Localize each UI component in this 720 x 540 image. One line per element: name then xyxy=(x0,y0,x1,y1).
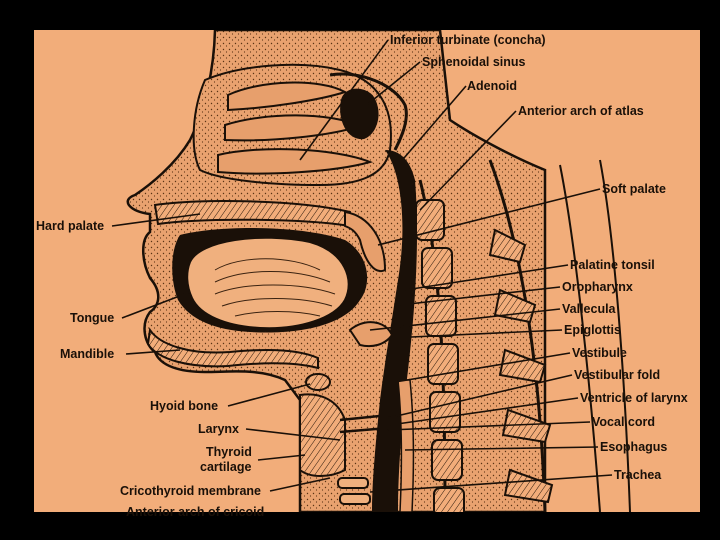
label-thyroid-line1: Thyroid xyxy=(206,445,252,459)
label-trachea: Trachea xyxy=(614,468,662,482)
neck-skin-line-outer xyxy=(599,159,631,512)
labels-right: Inferior turbinate (concha) Sphenoidal s… xyxy=(390,33,688,482)
label-anterior-arch-cricoid: Anterior arch of cricoid xyxy=(126,505,264,519)
tongue-shape xyxy=(186,236,350,330)
label-cricothyroid: Cricothyroid membrane xyxy=(120,484,261,498)
label-soft-palate: Soft palate xyxy=(602,182,666,196)
label-epiglottis: Epiglottis xyxy=(564,323,621,337)
thyroid-cartilage-shape xyxy=(299,393,346,477)
pharynx-airway xyxy=(372,150,418,512)
label-larynx: Larynx xyxy=(198,422,239,436)
soft-palate-shape xyxy=(344,210,387,273)
label-anterior-arch-atlas: Anterior arch of atlas xyxy=(518,104,644,118)
label-vestibular-fold: Vestibular fold xyxy=(574,368,660,382)
hyoid-bone-shape xyxy=(305,373,331,391)
label-tongue: Tongue xyxy=(70,311,114,325)
label-thyroid-line2: cartilage xyxy=(200,460,251,474)
turbinate-inferior xyxy=(217,148,374,175)
label-oropharynx: Oropharynx xyxy=(562,280,633,294)
skull-base xyxy=(329,72,408,151)
mandible-shape xyxy=(146,327,319,370)
label-sphenoidal-sinus: Sphenoidal sinus xyxy=(422,55,526,69)
label-palatine-tonsil: Palatine tonsil xyxy=(570,258,655,272)
label-hyoid-bone: Hyoid bone xyxy=(150,399,218,413)
tongue-striations xyxy=(214,258,336,317)
label-adenoid: Adenoid xyxy=(467,79,517,93)
sphenoidal-sinus-shape xyxy=(340,88,379,140)
label-inferior-turbinate: Inferior turbinate (concha) xyxy=(390,33,546,47)
label-hard-palate: Hard palate xyxy=(36,219,104,233)
trachea-rings xyxy=(337,477,371,505)
label-vocal-cord: Vocal cord xyxy=(592,415,655,429)
vocal-folds xyxy=(339,413,391,434)
label-esophagus: Esophagus xyxy=(600,440,667,454)
label-ventricle-larynx: Ventricle of larynx xyxy=(580,391,688,405)
labels-left: Hard palate Tongue Mandible Hyoid bone L… xyxy=(36,219,264,519)
label-vallecula: Vallecula xyxy=(562,302,617,316)
head-neck-section xyxy=(126,30,631,512)
turbinate-upper xyxy=(227,81,348,112)
leader-lines xyxy=(111,39,613,493)
label-mandible: Mandible xyxy=(60,347,114,361)
label-vestibule: Vestibule xyxy=(572,346,627,360)
